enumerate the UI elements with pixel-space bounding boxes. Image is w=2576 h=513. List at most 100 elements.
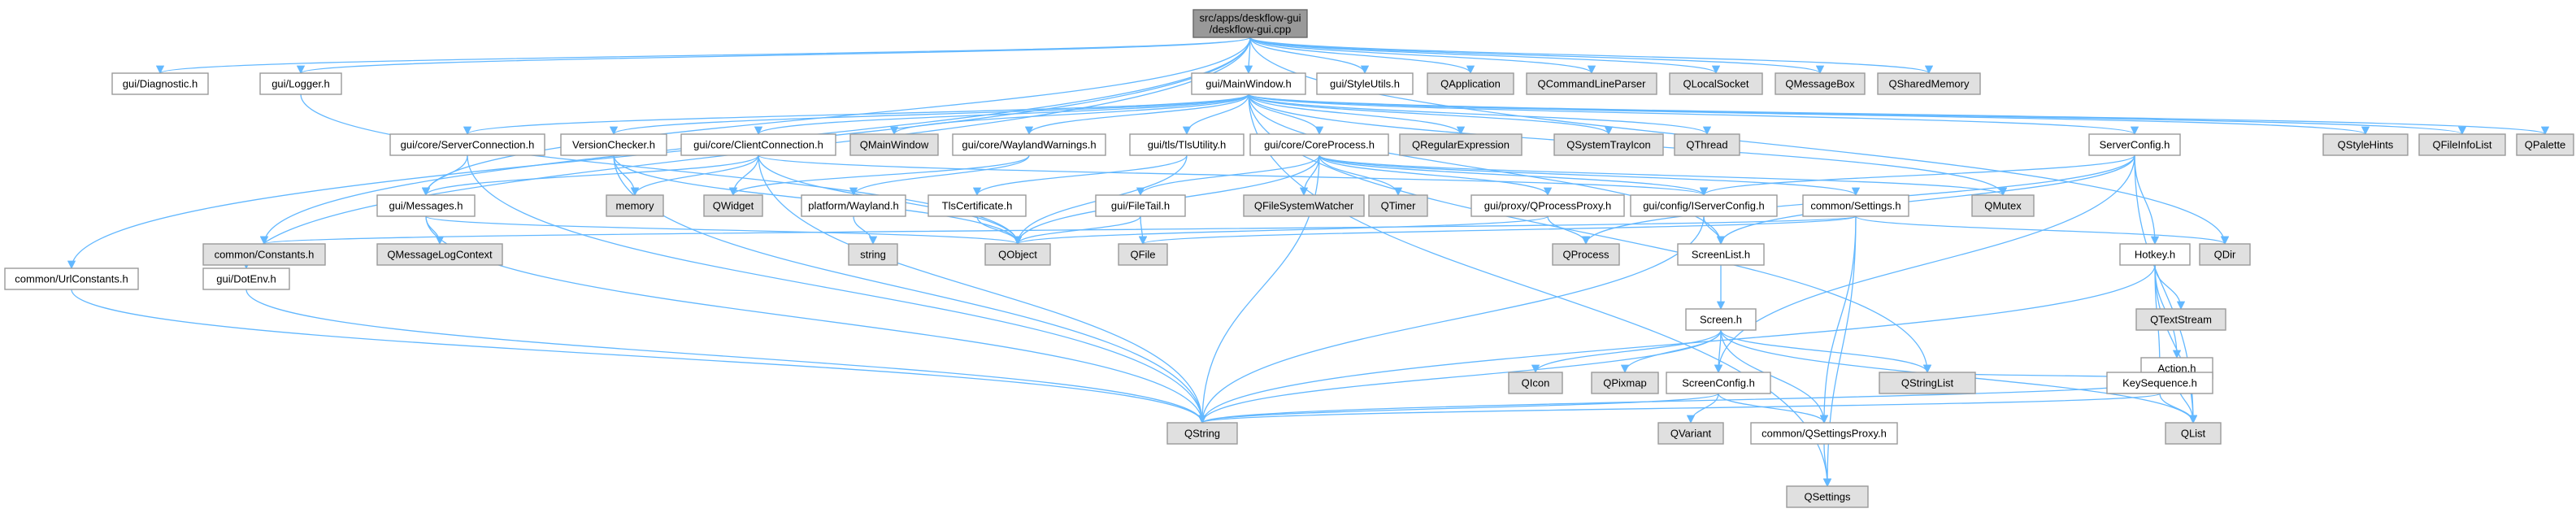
node-qprocess[interactable]: QProcess [1552,243,1620,266]
node-qvariant[interactable]: QVariant [1657,422,1724,445]
node-qmsgbox[interactable]: QMessageBox [1775,72,1866,95]
edge-mainwin-to-wayland [1024,93,1249,136]
node-box [1786,485,1869,508]
node-qsettingsproxy[interactable]: common/QSettingsProxy.h [1750,422,1898,445]
node-label: QPalette [2525,139,2566,151]
node-box [1192,9,1308,38]
node-qicon[interactable]: QIcon [1508,372,1563,394]
node-tlscert[interactable]: TlsCertificate.h [927,194,1027,217]
node-qobject[interactable]: QObject [984,243,1051,266]
node-qfileinfolist[interactable]: QFileInfoList [2418,133,2506,156]
edge-mainwin-to-vercheck [610,93,1249,136]
node-label: common/QSettingsProxy.h [1761,428,1887,440]
node-label: QMutex [1984,200,2022,212]
node-urlconst[interactable]: common/UrlConstants.h [4,267,139,290]
node-root[interactable]: src/apps/deskflow-gui/deskflow-gui.cpp [1192,9,1308,38]
node-coreproc[interactable]: gui/core/CoreProcess.h [1249,133,1389,156]
node-label: gui/FileTail.h [1111,200,1170,212]
node-srvcfg[interactable]: ServerConfig.h [2088,133,2181,156]
node-qpalette[interactable]: QPalette [2516,133,2574,156]
node-box [202,267,290,290]
node-qsettings[interactable]: QSettings [1786,485,1869,508]
edge-root-to-qmsgbox [1249,37,1824,75]
node-box [984,243,1051,266]
node-platwayland[interactable]: platform/Wayland.h [801,194,906,217]
node-qlist[interactable]: QList [2165,422,2222,445]
edge-screen-to-qstring [1197,329,1722,424]
node-qmsglog[interactable]: QMessageLogContext [376,243,503,266]
node-label: QPixmap [1603,377,1646,389]
node-qtimer[interactable]: QTimer [1368,194,1428,217]
node-qstring[interactable]: QString [1166,422,1238,445]
node-box [1118,243,1168,266]
node-qtray[interactable]: QSystemTrayIcon [1553,133,1664,156]
node-hotkey[interactable]: Hotkey.h [2119,243,2191,266]
edge-mainwin-to-qstylehints [1248,93,2370,136]
node-label: gui/DotEnv.h [216,273,276,285]
node-qfile[interactable]: QFile [1118,243,1168,266]
node-screencfg[interactable]: ScreenConfig.h [1666,372,1771,394]
node-srvconn[interactable]: gui/core/ServerConnection.h [389,133,545,156]
node-box [1630,194,1778,217]
node-qregex[interactable]: QRegularExpression [1399,133,1523,156]
node-label: gui/core/ClientConnection.h [693,139,823,151]
node-label: TlsCertificate.h [942,200,1013,212]
node-label: gui/tls/TlsUtility.h [1148,139,1227,151]
edge-root-to-messages [421,37,1251,197]
edge-mainwin-to-qpalette [1248,93,2549,136]
node-qapp[interactable]: QApplication [1427,72,1514,95]
node-settings[interactable]: common/Settings.h [1802,194,1909,217]
node-memory[interactable]: memory [606,194,664,217]
node-qtextstream[interactable]: QTextStream [2135,308,2226,331]
node-qmainwin[interactable]: QMainWindow [849,133,939,156]
edge-srvcfg-to-iservercfg [1700,154,2135,197]
node-qpixmap[interactable]: QPixmap [1591,372,1659,394]
node-box [952,133,1106,156]
node-qfsw[interactable]: QFileSystemWatcher [1243,194,1365,217]
node-box [1677,243,1765,266]
node-procproxy[interactable]: gui/proxy/QProcessProxy.h [1470,194,1625,217]
node-string[interactable]: string [848,243,898,266]
edge-coreproc-to-qmutex [1318,154,2007,197]
node-label: platform/Wayland.h [808,200,899,212]
edge-settings-to-qdir [1855,215,2229,246]
edge-iservercfg-to-qstring [1197,215,1705,424]
node-label: QThread [1686,139,1727,151]
node-qthread[interactable]: QThread [1674,133,1740,156]
node-box [1249,133,1389,156]
node-wayland[interactable]: gui/core/WaylandWarnings.h [952,133,1106,156]
node-box [2322,133,2409,156]
node-messages[interactable]: gui/Messages.h [376,194,476,217]
node-cliconn[interactable]: gui/core/ClientConnection.h [680,133,836,156]
node-qshm[interactable]: QSharedMemory [1877,72,1981,95]
edge-iservercfg-to-screenlist [1703,215,1726,246]
node-tlsutil[interactable]: gui/tls/TlsUtility.h [1129,133,1245,156]
node-constants[interactable]: common/Constants.h [202,243,326,266]
node-qstringlist[interactable]: QStringList [1879,372,1976,394]
node-styleutils[interactable]: gui/StyleUtils.h [1316,72,1414,95]
node-filetail[interactable]: gui/FileTail.h [1095,194,1186,217]
node-screen[interactable]: Screen.h [1685,308,1757,331]
node-diag[interactable]: gui/Diagnostic.h [111,72,209,95]
node-qmutex[interactable]: QMutex [1971,194,2035,217]
edge-tlsutil-to-tlscert [972,154,1188,197]
edge-hotkey-to-qstring [1197,264,2156,424]
node-box [389,133,545,156]
node-box [1166,422,1238,445]
node-dotenv[interactable]: gui/DotEnv.h [202,267,290,290]
node-screenlist[interactable]: ScreenList.h [1677,243,1765,266]
node-logger[interactable]: gui/Logger.h [259,72,342,95]
node-box [376,194,476,217]
node-qstylehints[interactable]: QStyleHints [2322,133,2409,156]
node-iservercfg[interactable]: gui/config/IServerConfig.h [1630,194,1778,217]
node-vercheck[interactable]: VersionChecker.h [560,133,667,156]
node-qclp[interactable]: QCommandLineParser [1526,72,1657,95]
node-label: QVariant [1670,428,1712,440]
node-qlocal[interactable]: QLocalSocket [1669,72,1763,95]
node-qwidget[interactable]: QWidget [703,194,763,217]
edge-screen-to-qstringlist [1720,329,1932,374]
node-keyseq[interactable]: KeySequence.h [2106,372,2213,394]
node-qdir[interactable]: QDir [2199,243,2251,266]
node-mainwin[interactable]: gui/MainWindow.h [1191,72,1306,95]
